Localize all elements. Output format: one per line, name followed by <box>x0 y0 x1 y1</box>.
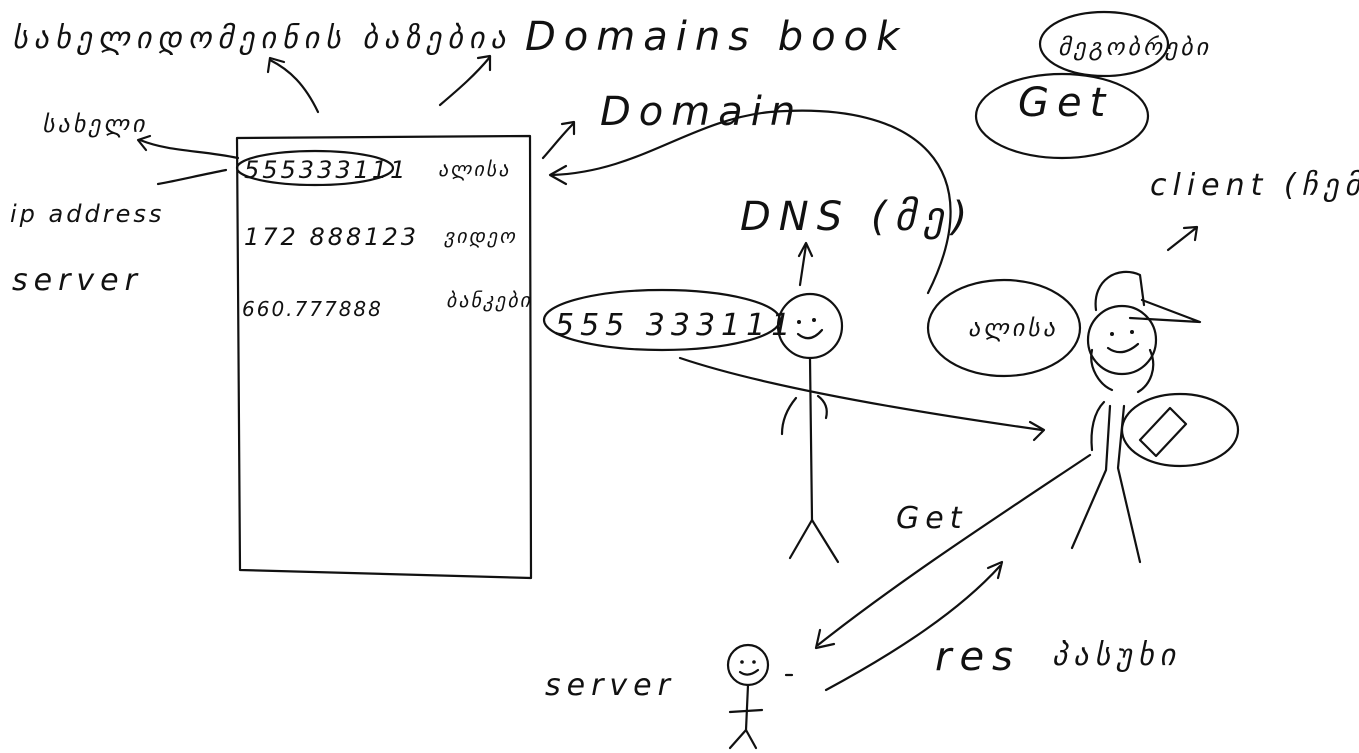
dns-ip-bubble <box>542 288 782 352</box>
client-eye-icon <box>1130 330 1134 334</box>
server-head <box>726 643 770 687</box>
arrowhead-dns-label <box>797 241 814 258</box>
dns-smile-icon <box>796 328 824 340</box>
arrowhead-dns-lookup <box>548 164 568 186</box>
arrow-to-name-label <box>138 138 240 160</box>
arrow-to-domains-book <box>438 55 492 107</box>
arrow-get-to-server <box>816 453 1092 647</box>
client-stick-figure <box>1070 270 1240 564</box>
server-smile-icon <box>738 668 760 676</box>
arrowhead-name-label <box>136 134 152 152</box>
client-label: client (ჩემი) <box>1150 168 1359 203</box>
arrowhead-response <box>986 560 1004 580</box>
client-hair-icon <box>1090 348 1155 394</box>
arrowhead-get-to-server <box>814 628 836 650</box>
table-ip-cell: 660.777888 <box>242 297 383 321</box>
alisa-label: ალისა <box>968 314 1058 342</box>
arrowhead-domains-book <box>476 54 492 72</box>
server-eye-icon <box>752 660 756 664</box>
phone-icon <box>1138 406 1188 458</box>
table-name-cell: ბანკები <box>446 288 532 312</box>
arrowhead-domain-label <box>560 120 576 136</box>
table-row: 172 888123 ვიდეო <box>244 223 517 251</box>
name-label: სახელი <box>42 110 147 138</box>
dns-legs <box>788 518 840 564</box>
table-name-cell: ვიდეო <box>443 224 517 248</box>
ip-highlight-circle <box>235 149 395 187</box>
table-ip-cell: 172 888123 <box>244 223 419 251</box>
client-head <box>1086 304 1158 376</box>
server-body <box>744 683 750 732</box>
dns-label: DNS (მე) <box>740 194 975 240</box>
dns-eye-icon <box>797 320 801 324</box>
res-label: res <box>935 634 1021 680</box>
dns-stick-figure <box>776 292 844 564</box>
dns-body <box>808 356 814 522</box>
server-arms <box>728 708 764 714</box>
domains-book-table <box>235 134 533 580</box>
dns-eye-icon <box>812 318 816 322</box>
device-bubble <box>1120 392 1240 468</box>
client-cap-icon <box>1094 270 1146 312</box>
arrow-dns-lookup <box>550 109 952 295</box>
table-row: 660.777888 ბანკები <box>242 288 532 321</box>
dns-arm <box>780 396 798 436</box>
server-bottom-label: server <box>545 668 676 703</box>
client-arm <box>1090 400 1106 452</box>
friends-label: მეგობრები <box>1058 33 1211 61</box>
get-top-bubble <box>974 72 1150 160</box>
table-ip-cell: 555333111 <box>244 156 408 184</box>
line-to-ip-label <box>156 168 228 186</box>
response-georgian-label: პასუხი <box>1052 638 1181 673</box>
arrowhead-client-label <box>1182 225 1199 242</box>
ip-address-label: ip address <box>10 200 164 228</box>
arrowhead-dns-to-client <box>1028 420 1046 442</box>
alisa-bubble <box>926 278 1082 378</box>
server-stick-figure <box>726 643 794 750</box>
get-top-label: Get <box>1018 80 1113 126</box>
dns-ip-bubble-text: 555 333111 <box>555 308 796 343</box>
server-legs <box>728 728 758 750</box>
table-name-cell: ალისა <box>438 157 510 181</box>
client-cap-brim-icon <box>1128 298 1202 324</box>
server-eye-icon <box>740 660 744 664</box>
arrow-response-to-client <box>824 564 1002 692</box>
arrowhead-title <box>266 56 286 74</box>
friends-bubble <box>1038 10 1170 78</box>
get-request-label: Get <box>896 501 967 536</box>
arrow-dns-to-client <box>678 356 1044 432</box>
server-left-label: server <box>12 263 143 298</box>
domains-book-label: Domains book <box>525 14 907 60</box>
dns-arm <box>816 394 828 420</box>
arrow-to-domain-label <box>541 122 575 160</box>
arrow-to-title <box>268 58 320 114</box>
client-eye-icon <box>1110 332 1114 336</box>
title-left-label: სახელიდომეინის ბაზებია <box>12 21 512 56</box>
client-body <box>1070 404 1112 550</box>
table-row: 555333111 ალისა <box>244 156 510 184</box>
arrow-to-client-label <box>1166 226 1198 252</box>
client-smile-icon <box>1106 342 1140 354</box>
arrow-to-dns-label <box>798 243 808 287</box>
